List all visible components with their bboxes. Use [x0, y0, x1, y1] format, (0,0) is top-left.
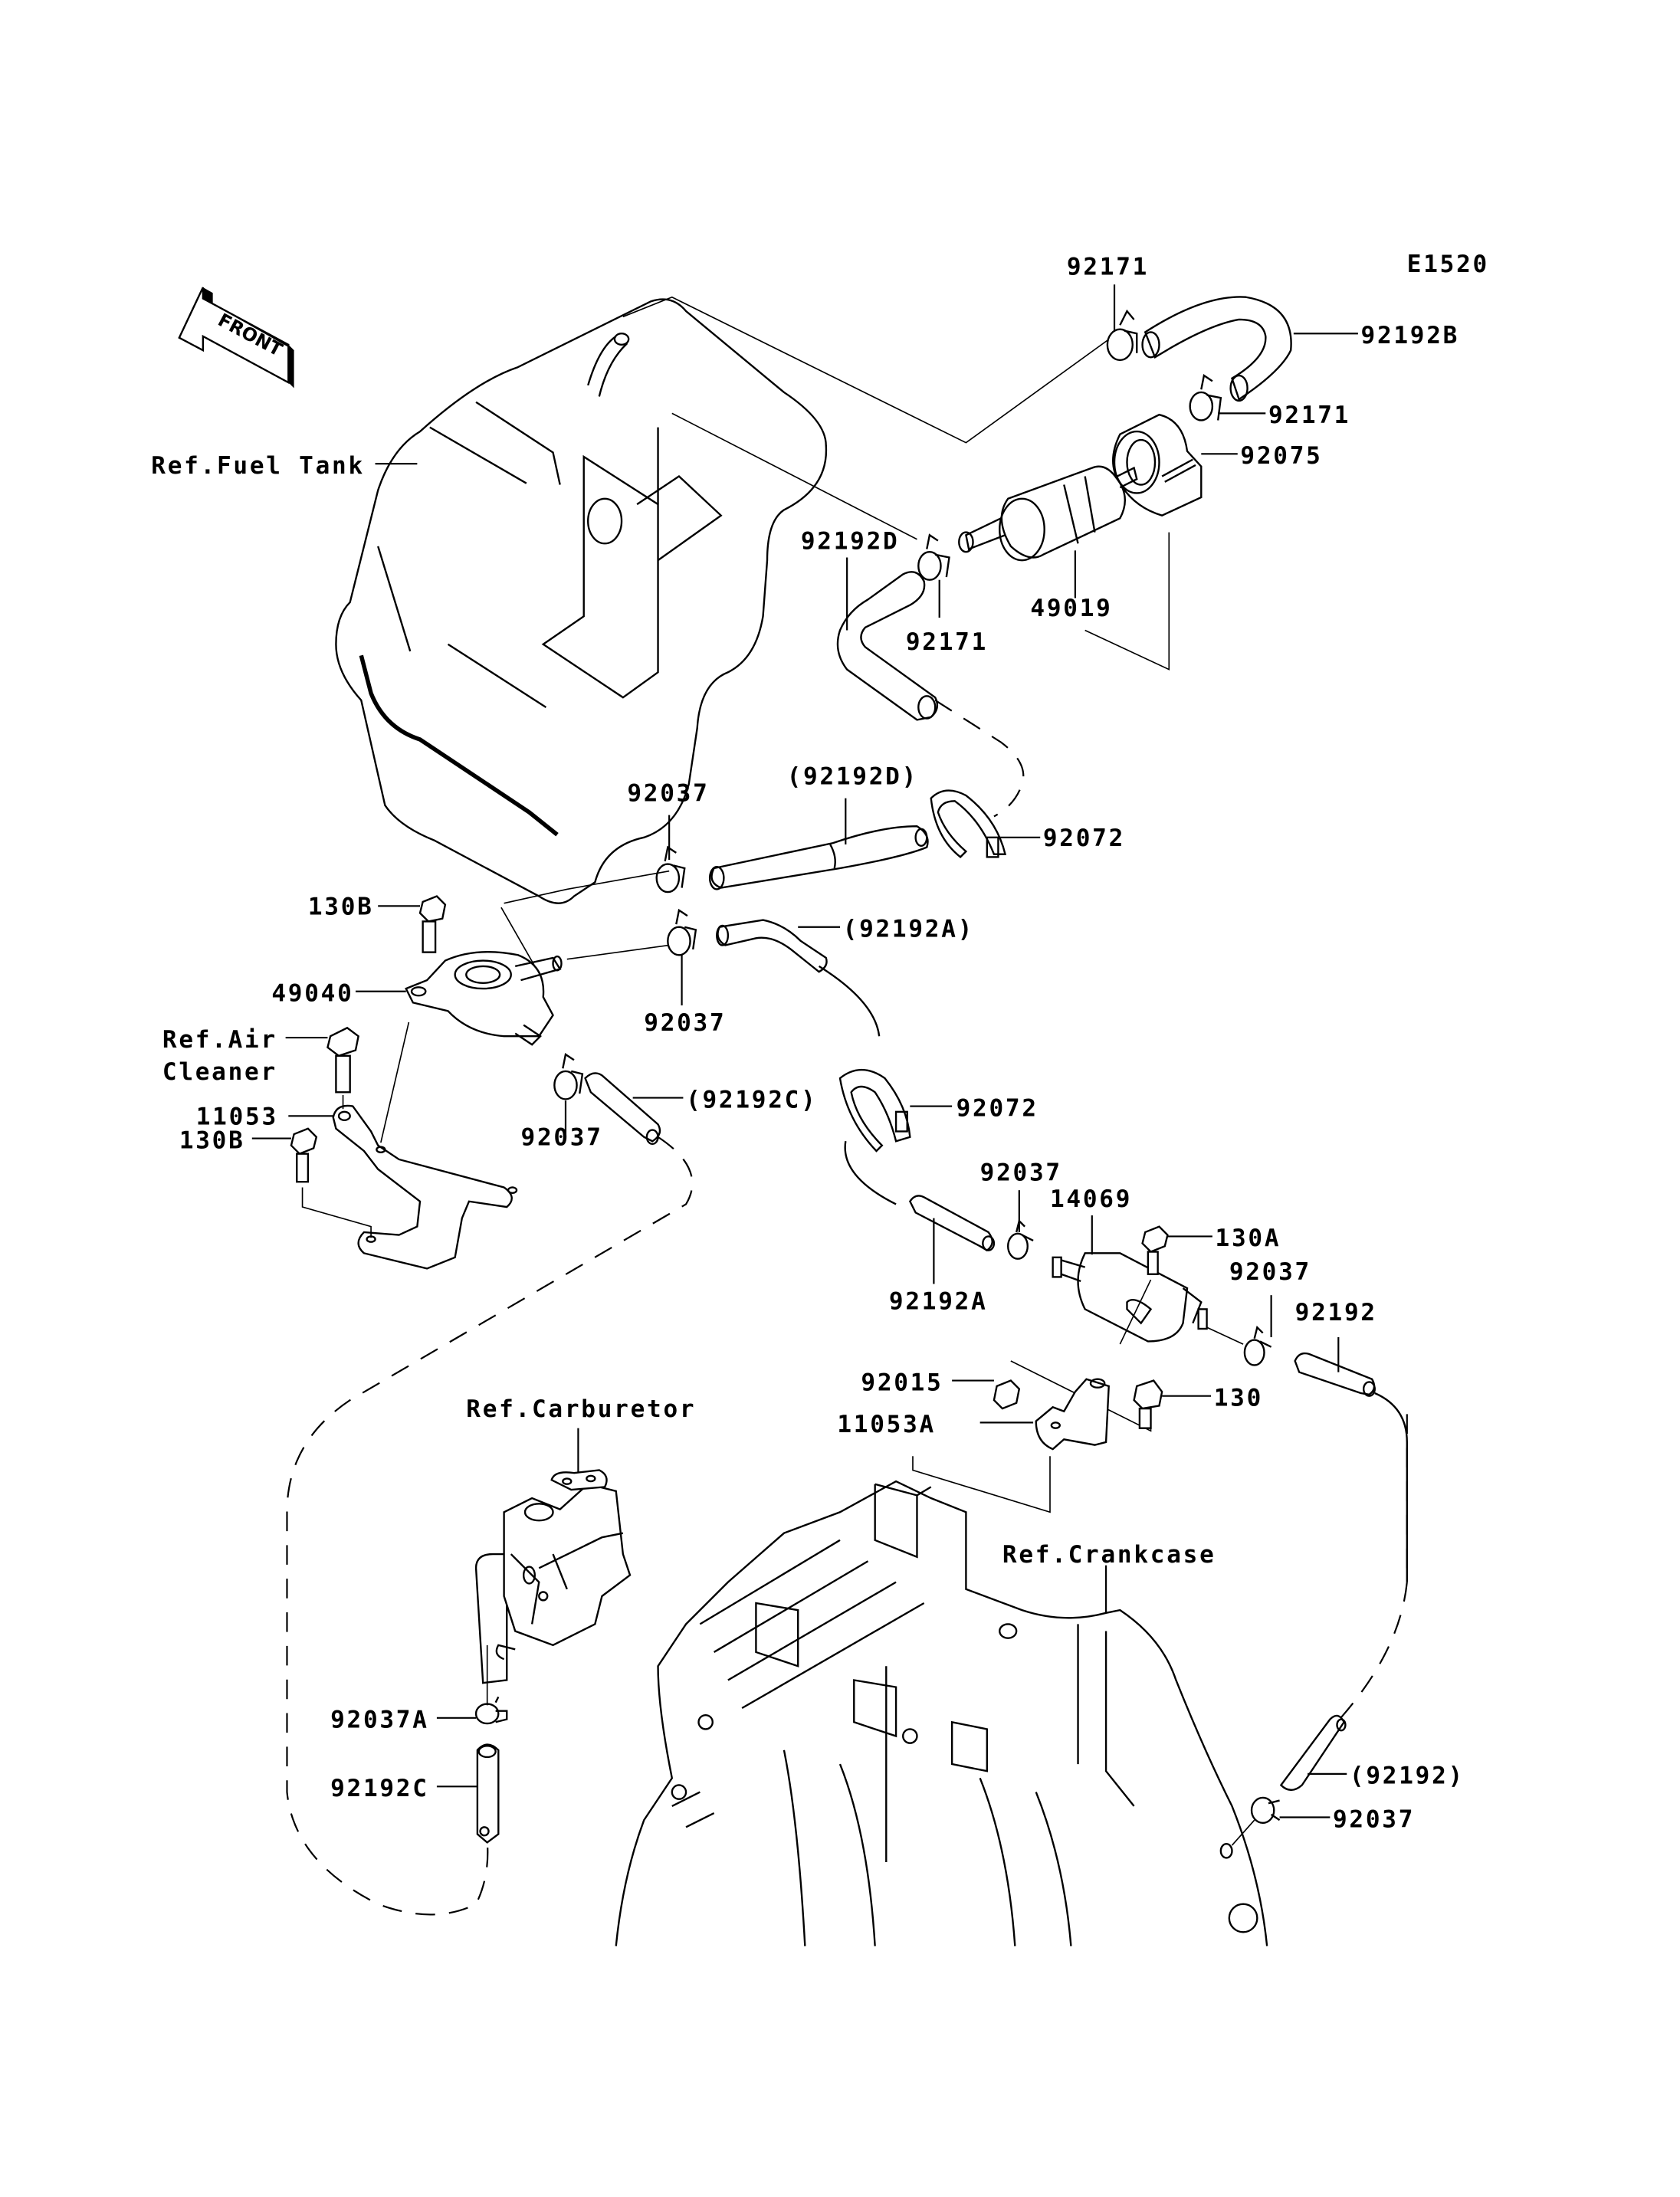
hose-route-92192c	[286, 1136, 694, 1916]
ref-carburetor-label: Ref.Carburetor	[466, 1395, 696, 1423]
label-92037-mid: 92037	[644, 1009, 726, 1037]
hose-route-92192	[1336, 1414, 1408, 1723]
label-92037-filter-in: 92037	[980, 1159, 1062, 1186]
fuel-pump-49040	[405, 950, 563, 1046]
label-49040: 49040	[271, 980, 353, 1008]
assembly-line	[671, 412, 917, 540]
bracket-11053a	[1035, 1378, 1110, 1451]
label-92037a: 92037A	[330, 1707, 429, 1734]
label-92192a-ref: (92192A)	[843, 916, 974, 943]
fuel-filter-49019	[958, 465, 1138, 562]
label-11053a: 11053A	[837, 1411, 936, 1438]
clamp-92037-filter-in	[1007, 1219, 1034, 1260]
label-49019: 49019	[1030, 595, 1112, 622]
label-92192d: 92192D	[801, 528, 900, 556]
label-14069: 14069	[1050, 1185, 1132, 1213]
ref-fuel-tank-label: Ref.Fuel Tank	[151, 452, 365, 480]
nut-92015	[993, 1379, 1021, 1410]
label-130b-top: 130B	[308, 893, 374, 920]
label-92072-lower: 92072	[956, 1094, 1039, 1122]
hose-92192a-ref	[716, 919, 828, 973]
label-92037-low: 92037	[521, 1124, 603, 1152]
hose-92192c	[476, 1743, 500, 1844]
hose-92192d-ref	[708, 825, 929, 890]
clamp-92037a	[474, 1696, 508, 1725]
band-92072-upper	[930, 789, 1007, 858]
clamp-92037-top	[655, 845, 686, 894]
label-92192: 92192	[1295, 1299, 1377, 1326]
label-11053: 11053	[196, 1103, 278, 1130]
label-92171-filter: 92171	[906, 628, 988, 656]
label-92171-top: 92171	[1067, 254, 1149, 281]
hose-92192c-ref	[584, 1072, 661, 1146]
carburetor-illustration	[474, 1469, 632, 1684]
clamp-92171-filter	[917, 533, 950, 581]
label-92192d-ref: (92192D)	[787, 762, 918, 790]
label-92037-crank: 92037	[1333, 1805, 1415, 1833]
crankcase-illustration	[615, 1480, 1268, 1946]
ref-air-cleaner-label-2: Cleaner	[162, 1058, 277, 1086]
hose-92192	[1294, 1352, 1376, 1397]
clamp-92037-mid	[667, 908, 697, 956]
hose-92192d	[836, 571, 939, 721]
fuel-filter-14069	[1052, 1252, 1208, 1343]
bracket-11053	[332, 1104, 518, 1270]
clamp-92171-right	[1189, 374, 1222, 421]
bolt-air-cleaner	[326, 1026, 359, 1094]
fuel-tank-illustration	[335, 298, 828, 904]
label-92037-top: 92037	[627, 779, 709, 807]
clamp-92037-low	[553, 1052, 584, 1100]
ref-crankcase-label: Ref.Crankcase	[1002, 1541, 1216, 1569]
bolt-130b-low	[290, 1127, 318, 1183]
hose-92192-ref	[1279, 1714, 1347, 1792]
clamp-92037-crank	[1219, 1796, 1281, 1859]
label-92037-filter-out: 92037	[1229, 1258, 1311, 1286]
band-92072-lower	[838, 1069, 911, 1153]
assembly-line	[622, 296, 1114, 444]
clamp-92037-filter-out	[1243, 1325, 1272, 1366]
label-92171-right: 92171	[1268, 402, 1350, 429]
bolt-130a	[1141, 1225, 1169, 1275]
ref-air-cleaner-label-1: Ref.Air	[162, 1026, 277, 1054]
label-92192a: 92192A	[889, 1287, 988, 1315]
label-130: 130	[1214, 1384, 1263, 1412]
label-92075: 92075	[1240, 442, 1322, 470]
hose-92192b	[1141, 296, 1292, 402]
label-92192c-ref: (92192C)	[686, 1086, 817, 1113]
label-130b-low: 130B	[179, 1126, 245, 1154]
bolt-130b-top	[418, 895, 447, 953]
label-92072-upper: 92072	[1043, 825, 1125, 852]
hose-92192a	[908, 1195, 996, 1252]
label-92192-ref: (92192)	[1350, 1763, 1465, 1790]
label-92015: 92015	[861, 1369, 943, 1396]
label-92192c: 92192C	[330, 1775, 429, 1802]
bolt-130	[1133, 1379, 1163, 1429]
label-130a: 130A	[1216, 1225, 1281, 1252]
diagram-code: E1520	[1407, 251, 1489, 278]
front-arrow-icon: FRONT	[178, 287, 294, 389]
label-92192b: 92192B	[1361, 322, 1460, 349]
holder-92075	[1112, 413, 1203, 516]
clamp-92171-top	[1106, 309, 1138, 362]
